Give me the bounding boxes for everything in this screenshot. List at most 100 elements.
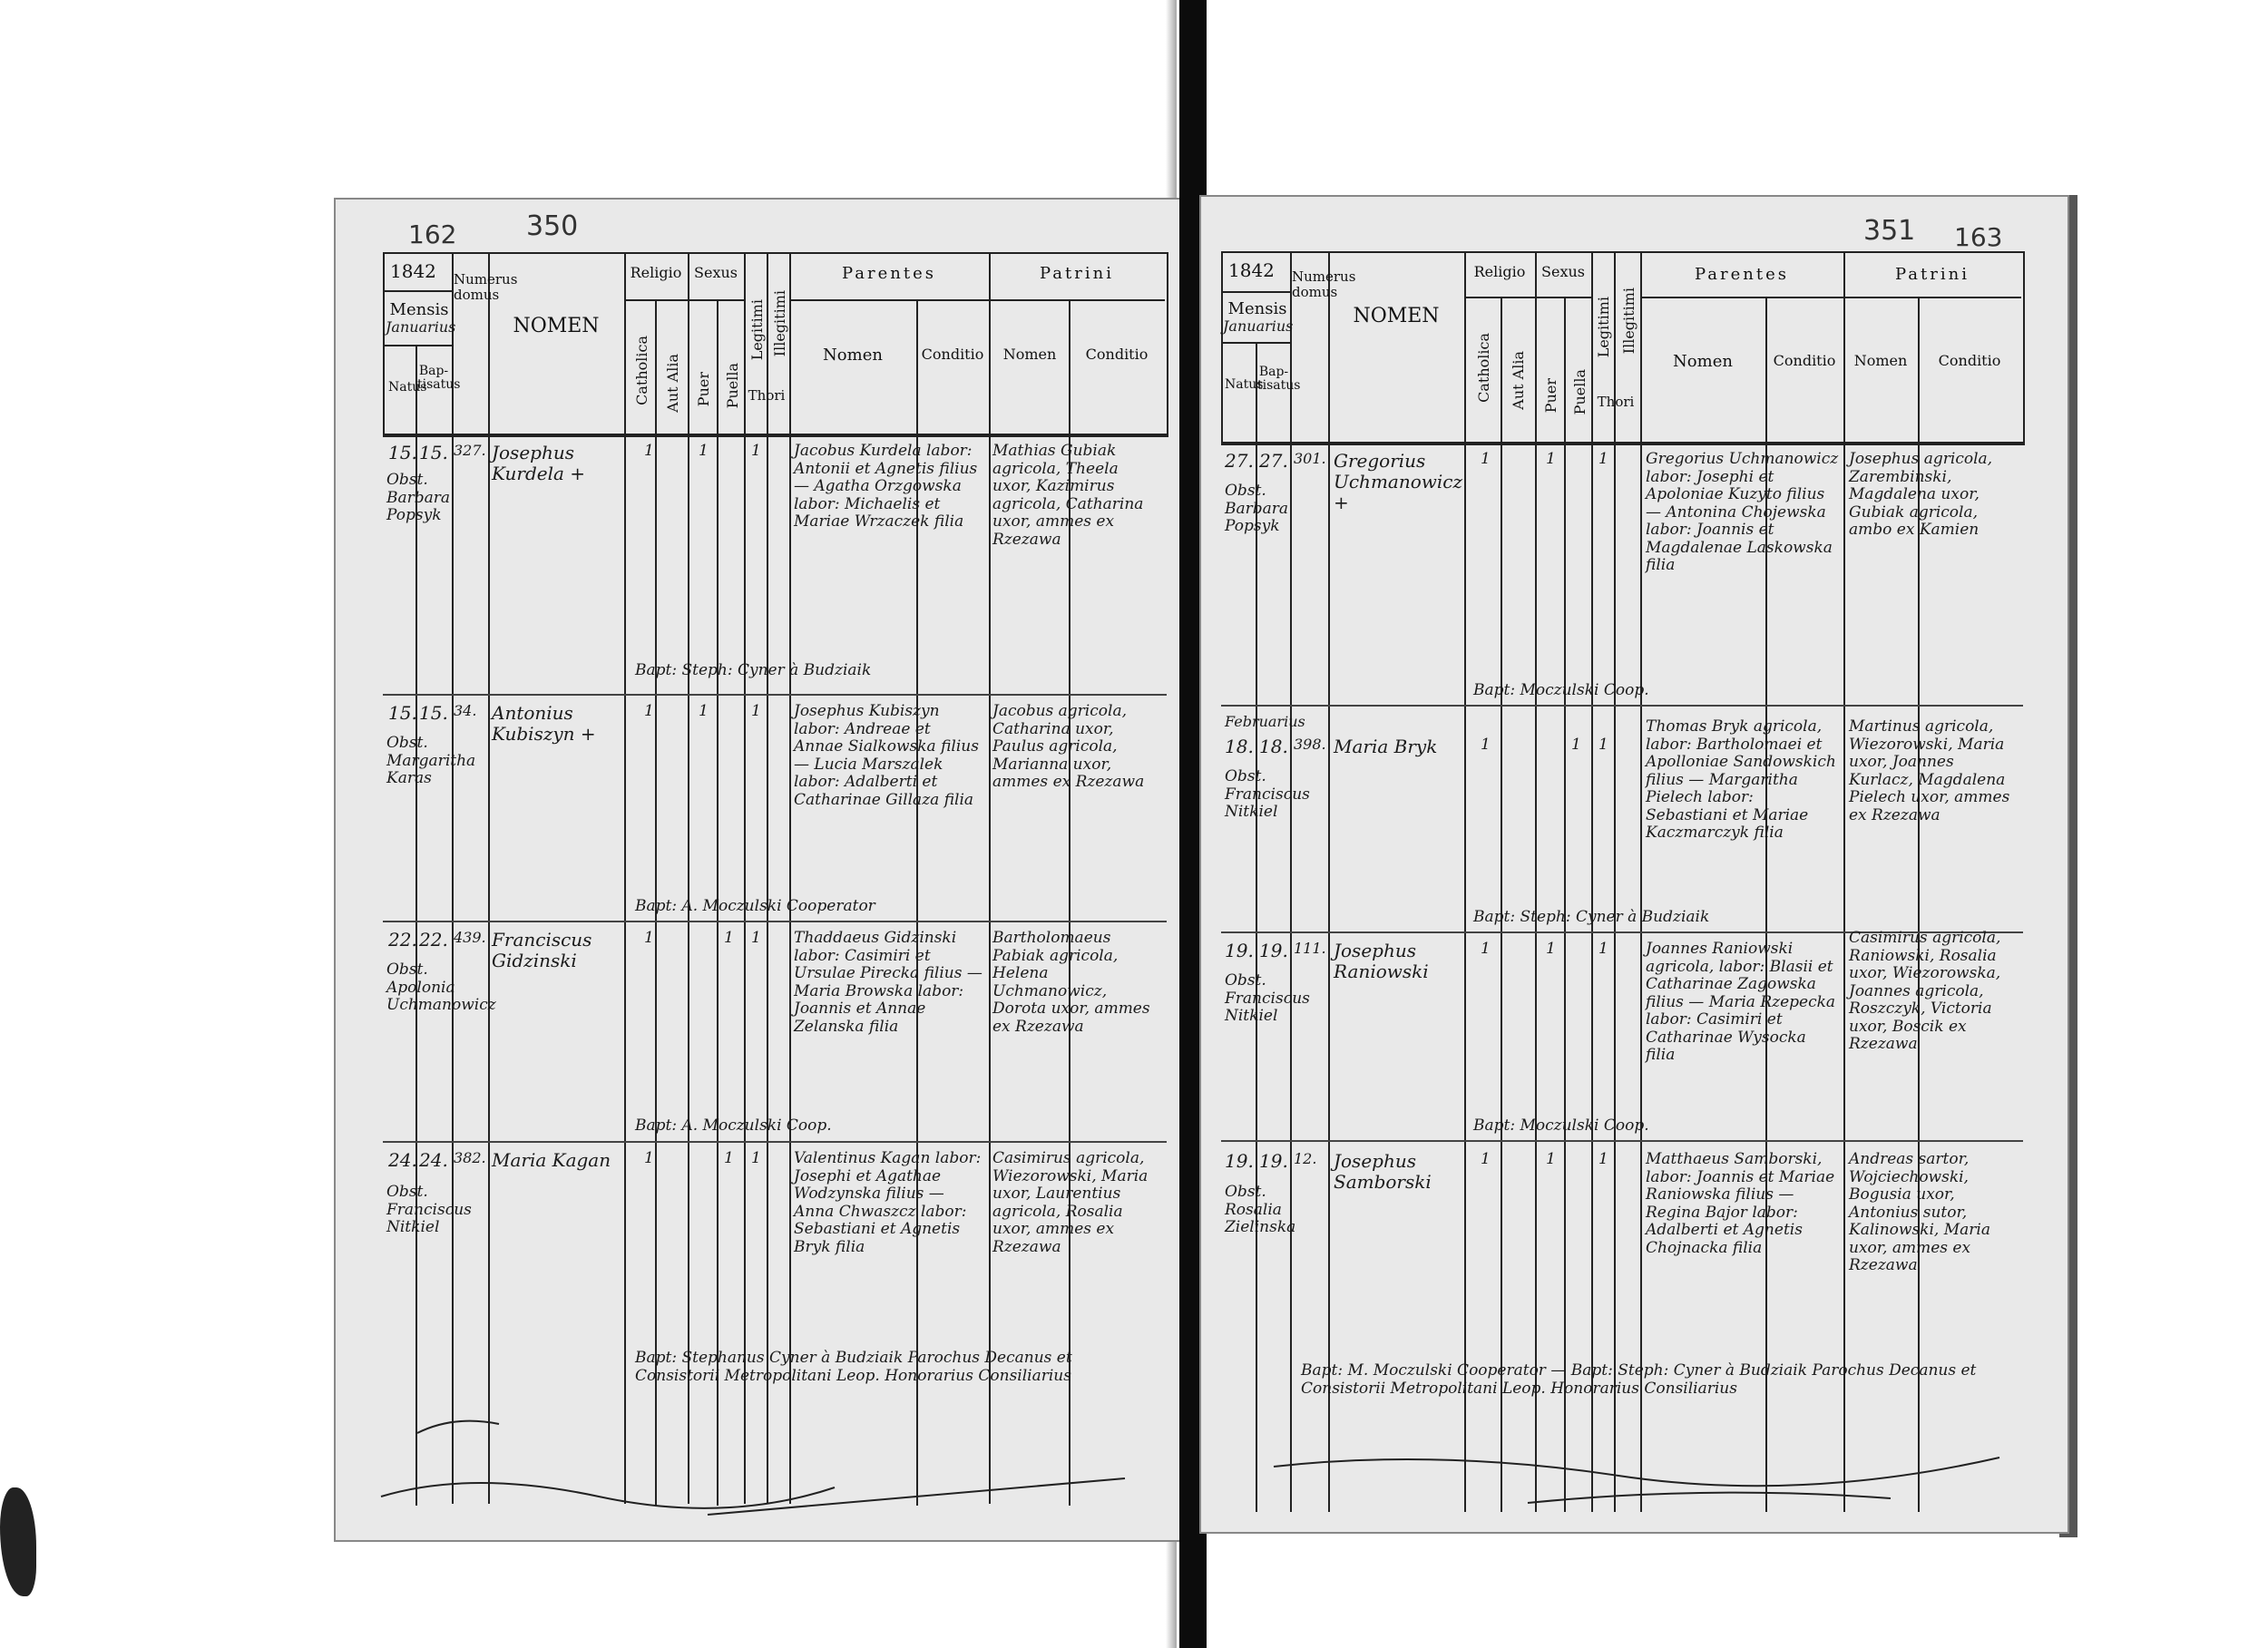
puella-label: Puella bbox=[724, 363, 741, 409]
child-name: Josephus Samborski bbox=[1334, 1150, 1432, 1193]
ink-stain bbox=[0, 1487, 36, 1596]
house-number: 398. bbox=[1294, 736, 1326, 753]
header-subrule bbox=[1221, 291, 1290, 293]
natus-date: 19. bbox=[1225, 1150, 1254, 1172]
child-name: Antonius Kubiszyn + bbox=[492, 702, 596, 745]
mensis-label: Mensis bbox=[1227, 299, 1287, 318]
baptisatus-label: Bap-tisatus bbox=[417, 364, 461, 393]
religio-label: Religio bbox=[630, 264, 682, 281]
numerus-domus-label: Numerus domus bbox=[1292, 268, 1356, 300]
child-name: Josephus Kurdela + bbox=[492, 442, 586, 484]
midwife: Obst. Franciscus Nitkiel bbox=[1225, 971, 1310, 1026]
baptizer-note: Bapt: M. Moczulski Cooperator — Bapt: St… bbox=[1301, 1361, 1977, 1398]
register-right-page: 351 163 1842 Mensis Januarius Natus Bap-… bbox=[1199, 195, 2069, 1534]
house-number: 327. bbox=[454, 442, 486, 459]
col-rule bbox=[1765, 297, 1767, 1512]
natus-date: 22. bbox=[388, 929, 417, 951]
baptizer-note: Bapt: A. Moczulski Coop. bbox=[635, 1117, 832, 1135]
col-rule bbox=[1640, 251, 1642, 1512]
natus-date: 15. bbox=[388, 442, 417, 463]
patrini-conditio-label: Conditio bbox=[1085, 346, 1149, 363]
child-name: Josephus Raniowski bbox=[1334, 940, 1429, 982]
col-rule bbox=[624, 252, 626, 1504]
baptizer-note: Bapt: Moczulski Coop. bbox=[1473, 1117, 1649, 1135]
parentes-conditio-label: Conditio bbox=[921, 346, 984, 363]
col-rule bbox=[488, 252, 490, 1504]
thori-label: Thori bbox=[748, 387, 786, 404]
midwife: Obst. Barbara Popsyk bbox=[1225, 482, 1289, 536]
puella-label: Puella bbox=[1571, 369, 1589, 415]
col-rule bbox=[789, 252, 791, 1504]
baptism-date: 19. bbox=[1259, 940, 1288, 961]
house-number: 111. bbox=[1294, 940, 1326, 957]
godparents-text: Bartholomaeus Pabiak agricola, Helena Uc… bbox=[992, 929, 1150, 1036]
natus-date: 24. bbox=[388, 1149, 417, 1171]
religio-label: Religio bbox=[1473, 263, 1526, 280]
aut-alia-label: Aut Alia bbox=[1510, 351, 1527, 410]
baptism-date: 15. bbox=[419, 702, 448, 724]
header-subrule bbox=[626, 299, 744, 301]
puer-label: Puer bbox=[695, 372, 712, 407]
col-rule bbox=[1464, 251, 1466, 1512]
natus-label: Natus bbox=[388, 380, 427, 395]
month-handwritten: Januarius bbox=[386, 318, 456, 336]
page-number: 351 bbox=[1863, 215, 1916, 247]
header-subrule bbox=[383, 290, 452, 292]
patrini-label: Patrini bbox=[1040, 264, 1114, 283]
baptizer-note: Bapt: Stephanus Cyner à Budziaik Parochu… bbox=[635, 1349, 1072, 1385]
house-number: 301. bbox=[1294, 450, 1326, 467]
sexus-label: Sexus bbox=[1541, 263, 1585, 280]
puer-label: Puer bbox=[1542, 378, 1559, 414]
patrini-conditio-label: Conditio bbox=[1938, 352, 2001, 369]
parentes-conditio-label: Conditio bbox=[1773, 352, 1836, 369]
legitimi-label: Legitimi bbox=[1595, 297, 1612, 358]
baptizer-note: Bapt: A. Moczulski Cooperator bbox=[635, 897, 875, 915]
col-rule bbox=[1843, 251, 1845, 1512]
col-rule bbox=[744, 252, 746, 1504]
header-subrule bbox=[1642, 297, 2021, 298]
natus-date: 18. bbox=[1225, 736, 1254, 757]
godparents-text: Jacobus agricola, Catharina uxor, Paulus… bbox=[992, 702, 1145, 792]
baptism-date: 18. bbox=[1259, 736, 1288, 757]
aut-alia-label: Aut Alia bbox=[664, 354, 681, 413]
col-rule bbox=[1290, 251, 1292, 1512]
patrini-nomen-label: Nomen bbox=[1853, 352, 1908, 369]
header-subrule bbox=[791, 299, 1165, 301]
parentes-label: Parentes bbox=[841, 264, 936, 283]
entry-rule bbox=[1221, 1140, 2023, 1142]
month-handwritten: Februarius bbox=[1225, 713, 1305, 730]
signature-flourish bbox=[1273, 1457, 2000, 1504]
parents-text: Josephus Kubiszyn labor: Andreae et Anna… bbox=[794, 702, 979, 809]
col-rule bbox=[767, 252, 768, 1504]
parentes-label: Parentes bbox=[1694, 265, 1789, 284]
midwife: Obst. Apolonia Uchmanowicz bbox=[386, 961, 496, 1015]
folio-number: 163 bbox=[1954, 222, 2003, 252]
col-rule bbox=[1328, 251, 1330, 1512]
col-rule bbox=[1564, 297, 1566, 1512]
entry-rule bbox=[1221, 931, 2023, 933]
col-rule bbox=[1256, 342, 1257, 1512]
entry-rule bbox=[1221, 705, 2023, 707]
register-left-page: 162 350 1842 Mensis Januarius Natus Bap-… bbox=[334, 198, 1188, 1542]
col-rule bbox=[1614, 251, 1616, 1512]
baptism-date: 27. bbox=[1259, 450, 1288, 472]
baptism-date: 19. bbox=[1259, 1150, 1288, 1172]
signature-flourish bbox=[380, 1419, 1126, 1516]
nomen-label: NOMEN bbox=[1353, 305, 1440, 327]
nomen-label: NOMEN bbox=[513, 315, 600, 337]
col-rule bbox=[688, 252, 689, 1504]
mensis-label: Mensis bbox=[389, 300, 449, 319]
year-label: 1842 bbox=[1228, 259, 1275, 281]
natus-date: 15. bbox=[388, 702, 417, 724]
month-handwritten: Januarius bbox=[1223, 317, 1294, 335]
midwife: Obst. Margaritha Karas bbox=[386, 734, 476, 788]
col-rule bbox=[1069, 299, 1070, 1506]
natus-date: 27. bbox=[1225, 450, 1254, 472]
catholica-label: Catholica bbox=[1475, 333, 1492, 403]
midwife: Obst. Franciscus Nitkiel bbox=[1225, 767, 1310, 822]
table-header bbox=[1221, 251, 2025, 445]
baptism-date: 22. bbox=[419, 929, 448, 951]
baptisatus-label: Bap-tisatus bbox=[1257, 365, 1301, 394]
header-subrule bbox=[1221, 342, 1290, 344]
patrini-label: Patrini bbox=[1895, 265, 1970, 284]
